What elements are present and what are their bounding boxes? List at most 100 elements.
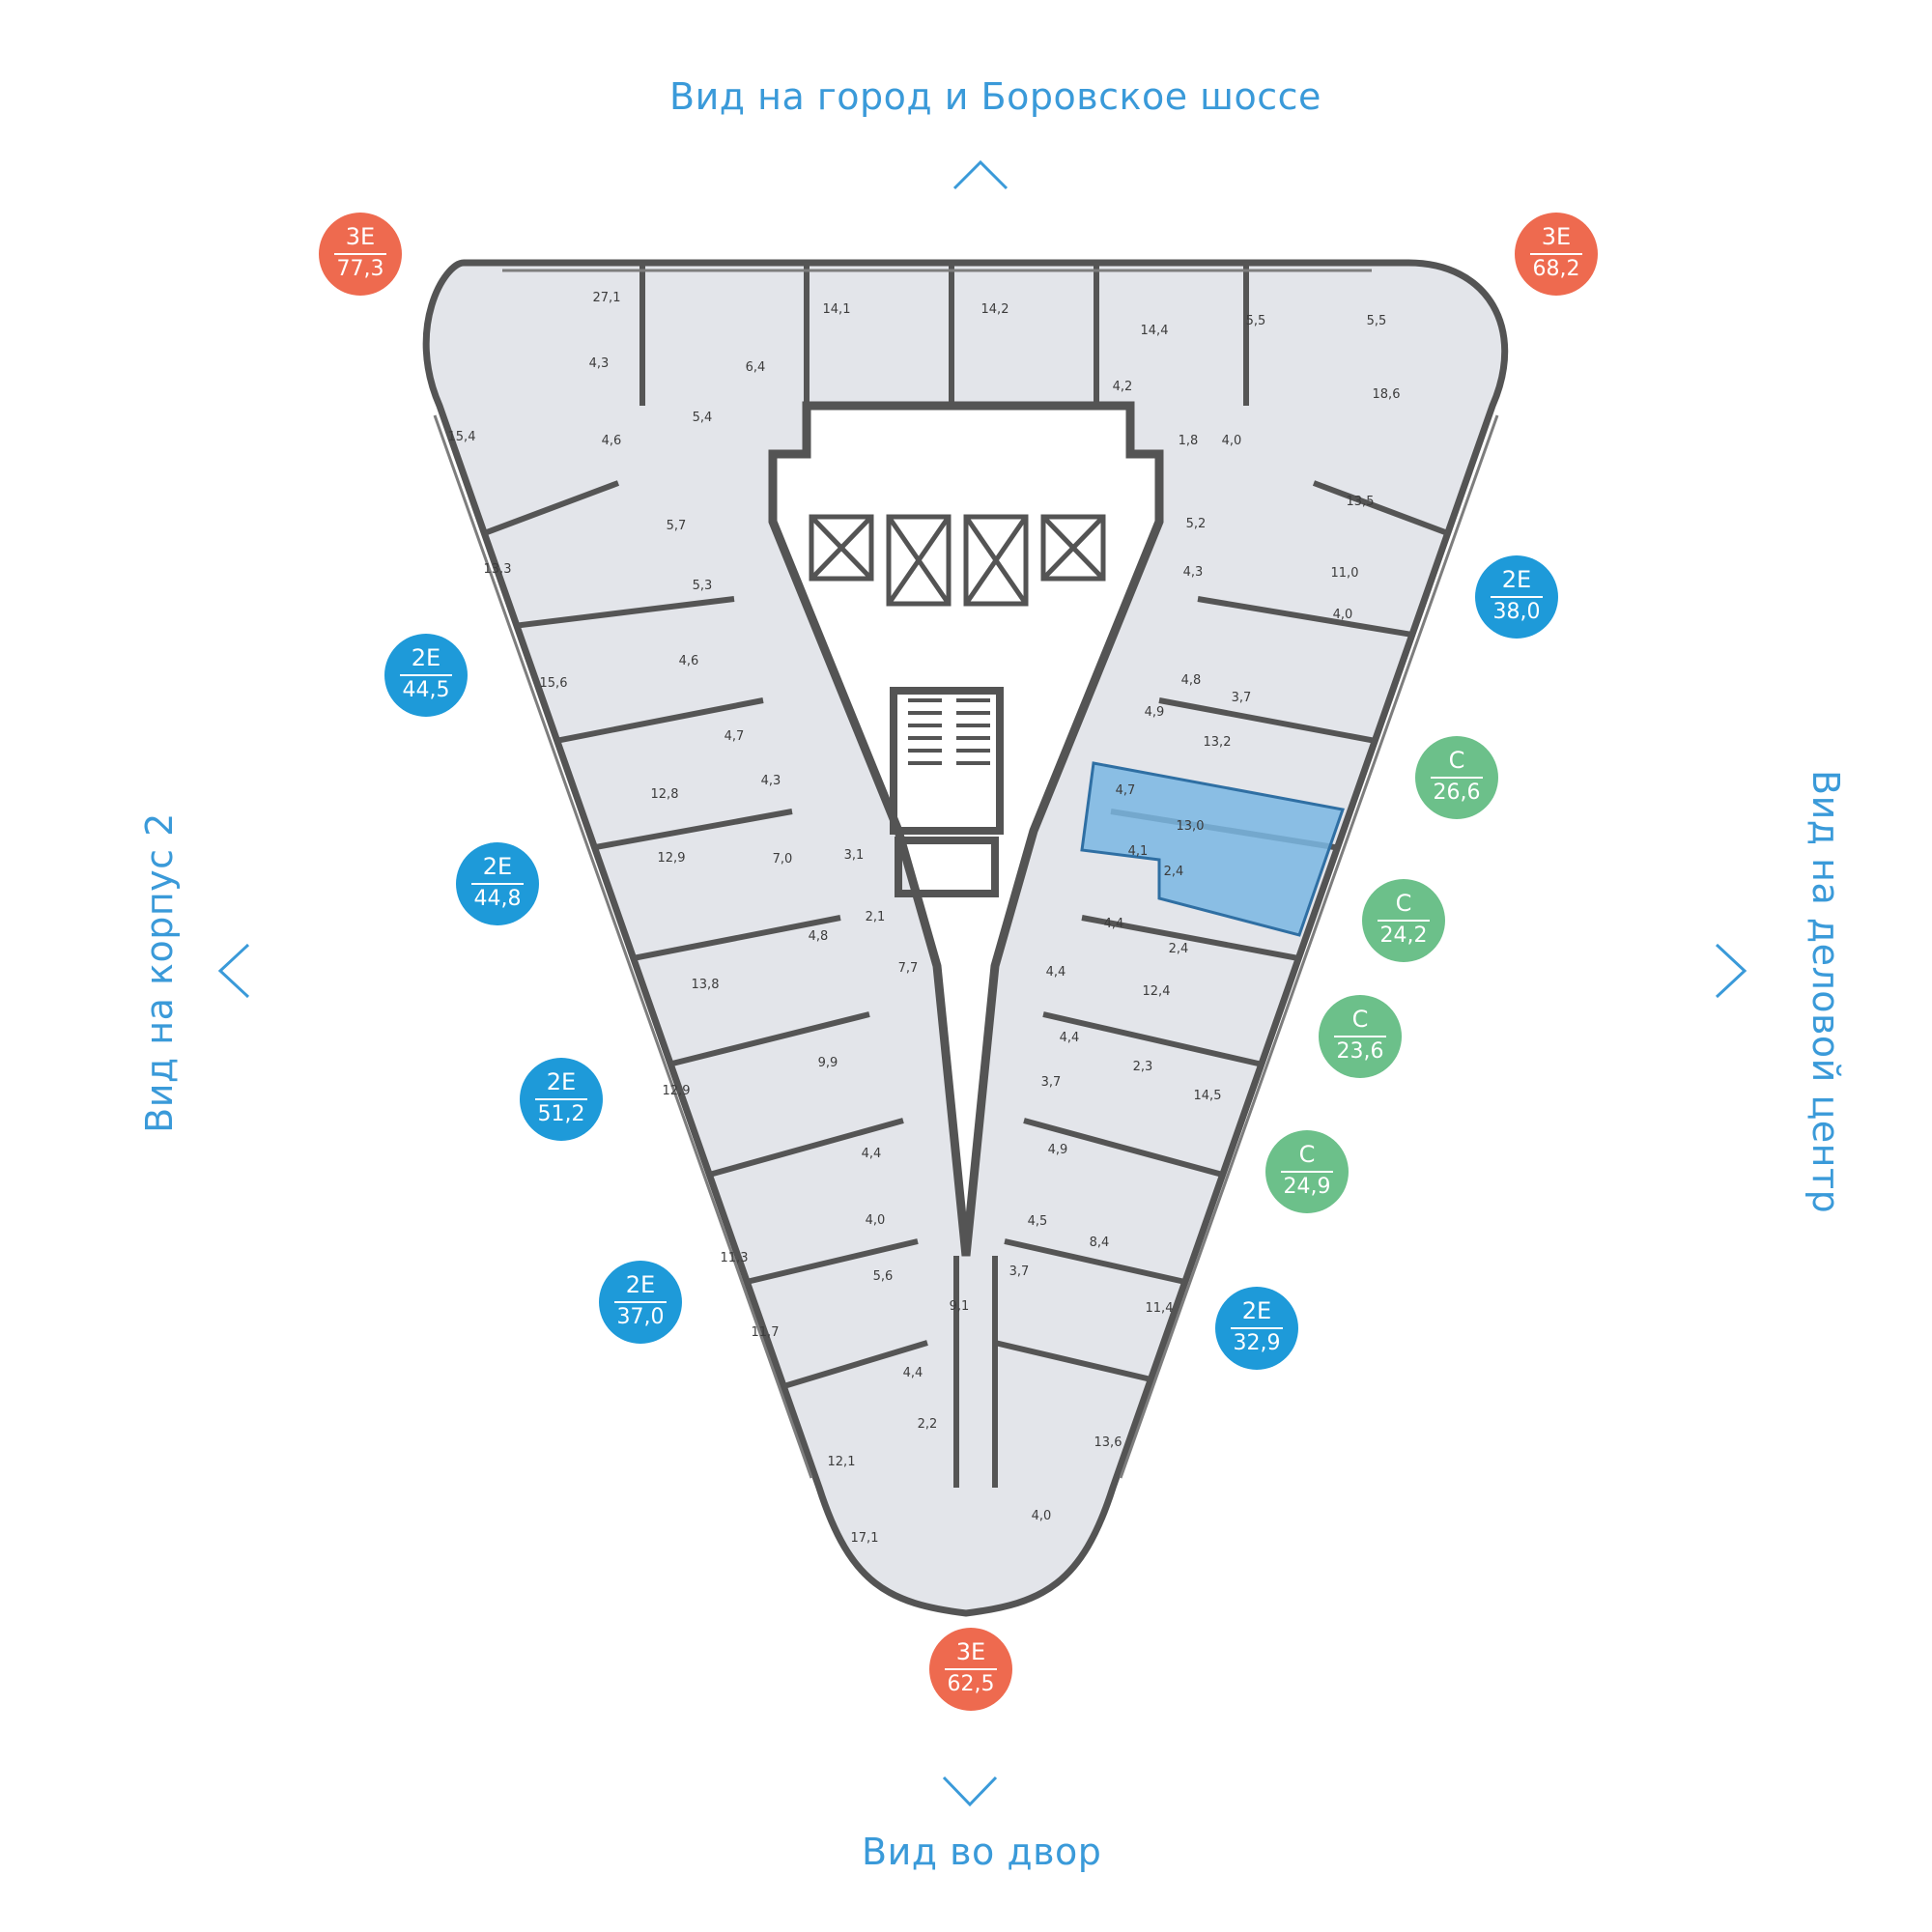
room-area-label: 6,4 [746,360,766,375]
chevron-left-icon[interactable] [217,943,250,999]
room-area-label: 11,3 [721,1251,749,1265]
room-area-label: 12,8 [651,787,679,802]
room-area-label: 4,7 [1116,783,1136,798]
room-area-label: 4,9 [1145,705,1165,720]
badge-type: С [1298,1141,1316,1168]
room-area-label: 5,7 [667,519,687,533]
room-area-label: 4,1 [1128,844,1149,859]
room-area-label: 9,1 [950,1299,970,1314]
room-area-label: 5,6 [873,1269,894,1284]
badge-area: 44,5 [402,678,450,702]
badge-divider [1378,920,1430,922]
elevator-shafts [809,514,1106,607]
chevron-down-icon[interactable] [942,1776,998,1807]
badge-divider [1334,1036,1386,1037]
badge-area: 62,5 [947,1672,995,1696]
badge-type: 2Е [625,1271,656,1298]
room-area-label: 18,6 [1373,387,1401,402]
room-area-label: 4,4 [862,1147,882,1161]
badge-divider [1281,1171,1333,1173]
apartment-badge[interactable]: 2Е 44,8 [456,842,539,925]
badge-divider [1530,253,1582,255]
room-area-label: 17,1 [851,1531,879,1546]
badge-divider [614,1301,667,1303]
apartment-badge[interactable]: С 24,2 [1362,879,1445,962]
view-label-right: Вид на деловой центр [1804,770,1847,1214]
room-area-label: 3,7 [1041,1075,1062,1090]
badge-type: С [1351,1006,1369,1033]
room-area-label: 27,1 [593,291,621,305]
room-area-label: 13,0 [1177,819,1205,834]
apartment-badge[interactable]: С 26,6 [1415,736,1498,819]
apartment-badge[interactable]: 2Е 51,2 [520,1058,603,1141]
badge-divider [1431,777,1483,779]
room-area-label: 15,4 [448,430,476,444]
selected-apartment[interactable] [1080,761,1345,937]
room-area-label: 7,7 [898,961,919,976]
room-area-label: 4,4 [903,1366,923,1380]
chevron-up-icon[interactable] [952,159,1009,190]
badge-area: 32,9 [1233,1331,1281,1355]
room-area-label: 2,4 [1169,942,1189,956]
badge-area: 68,2 [1532,257,1580,281]
room-area-label: 13,2 [1204,735,1232,750]
room-area-label: 14,4 [1141,324,1169,338]
badge-divider [1491,596,1543,598]
apartment-badge[interactable]: 2Е 37,0 [599,1261,682,1344]
room-area-label: 4,0 [1222,434,1242,448]
apartment-badge[interactable]: 3Е 62,5 [929,1628,1012,1711]
room-area-label: 4,4 [1104,917,1124,931]
badge-area: 44,8 [473,887,522,911]
room-area-label: 5,3 [693,579,713,593]
room-area-label: 4,7 [724,729,745,744]
room-area-label: 11,7 [752,1325,780,1340]
room-area-label: 4,3 [589,356,610,371]
stairwell [890,687,1004,897]
apartment-badge[interactable]: 2Е 38,0 [1475,555,1558,639]
badge-area: 51,2 [537,1102,585,1126]
badge-type: 3Е [1541,223,1572,250]
chevron-right-icon[interactable] [1715,943,1747,999]
room-area-label: 4,3 [1183,565,1204,580]
interior-walls [462,263,1470,1488]
room-area-label: 14,5 [1194,1089,1222,1103]
room-area-label: 5,4 [693,411,713,425]
apartment-badge[interactable]: С 24,9 [1265,1130,1349,1213]
badge-type: 2Е [1241,1297,1272,1324]
room-area-label: 15,6 [540,676,568,691]
room-area-label: 4,2 [1113,380,1133,394]
room-area-label: 11,4 [1146,1301,1174,1316]
apartment-badge[interactable]: 3Е 77,3 [319,213,402,296]
badge-type: 3Е [345,223,376,250]
room-area-label: 12,1 [828,1455,856,1469]
view-label-top: Вид на город и Боровское шоссе [669,75,1321,118]
badge-area: 23,6 [1336,1039,1384,1064]
room-area-label: 12,9 [663,1084,691,1098]
room-area-label: 4,3 [761,774,781,788]
room-area-label: 13,6 [1094,1435,1122,1450]
room-area-label: 2,3 [1133,1060,1153,1074]
apartment-badge[interactable]: 2Е 32,9 [1215,1287,1298,1370]
badge-divider [945,1668,997,1670]
badge-divider [1231,1327,1283,1329]
room-area-label: 5,5 [1246,314,1266,328]
badge-type: С [1395,890,1412,917]
apartment-badge[interactable]: 2Е 44,5 [384,634,468,717]
badge-area: 38,0 [1492,600,1541,624]
room-area-label: 4,8 [1181,673,1202,688]
badge-type: 3Е [955,1638,986,1665]
badge-divider [334,253,386,255]
room-area-label: 4,4 [1046,965,1066,980]
badge-divider [535,1098,587,1100]
room-area-label: 5,2 [1186,517,1207,531]
room-area-label: 12,9 [658,851,686,866]
room-area-label: 13,8 [692,978,720,992]
apartment-badge[interactable]: 3Е 68,2 [1515,213,1598,296]
apartment-badge[interactable]: С 23,6 [1319,995,1402,1078]
room-area-label: 4,8 [809,929,829,944]
badge-type: 2Е [482,853,513,880]
room-area-label: 2,2 [918,1417,938,1432]
room-area-label: 2,4 [1164,865,1184,879]
room-area-label: 13,3 [484,562,512,577]
